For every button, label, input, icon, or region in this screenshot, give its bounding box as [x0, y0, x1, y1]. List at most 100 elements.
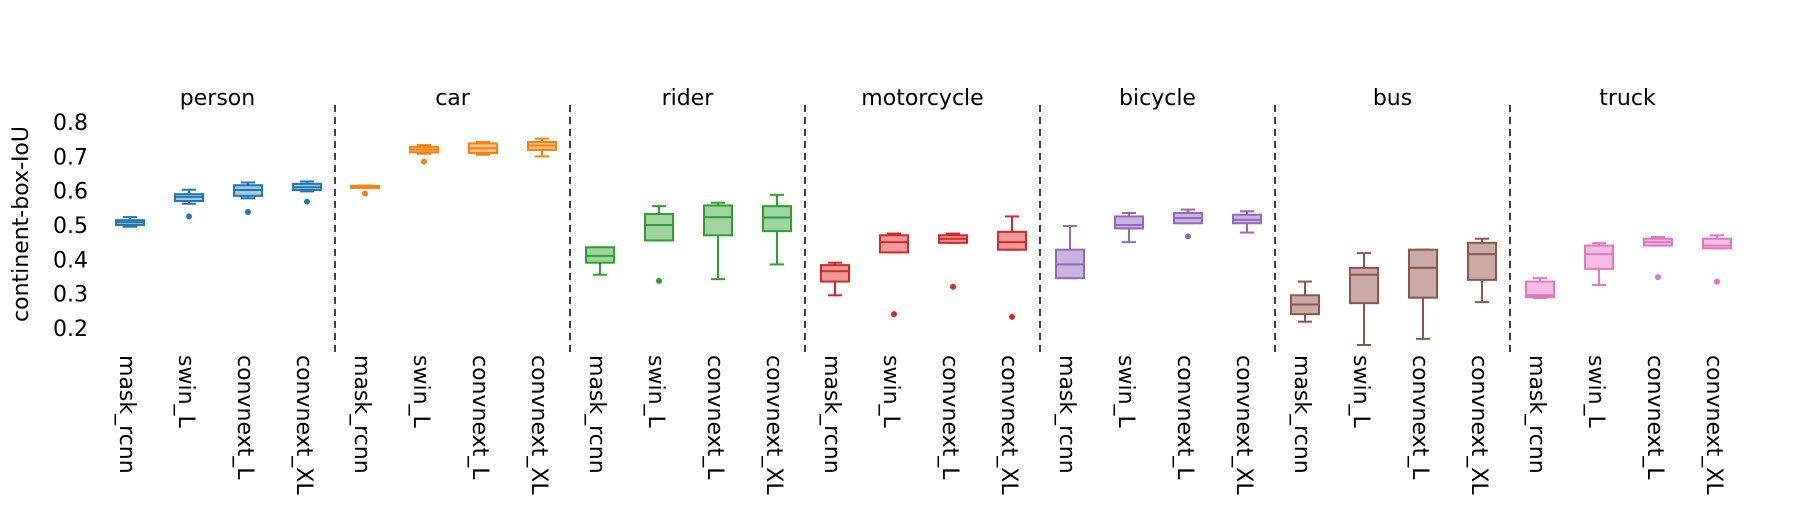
- flier-point: [1185, 233, 1191, 240]
- flier-point: [1009, 313, 1015, 320]
- box-iqr: [703, 204, 733, 237]
- x-tick-label: convnext_L: [937, 355, 962, 480]
- box-swin_L: [174, 188, 204, 220]
- x-tick-label: convnext_XL: [1231, 355, 1256, 495]
- box-convnext_XL: [1467, 237, 1497, 304]
- box-iqr: [1467, 241, 1497, 281]
- flier-point: [1655, 274, 1661, 281]
- box-convnext_L: [703, 201, 733, 281]
- x-tick-label: convnext_XL: [996, 355, 1021, 495]
- flier-point: [362, 190, 368, 197]
- x-tick-label: convnext_L: [1172, 355, 1197, 480]
- x-tick-label: mask_rcnn: [584, 355, 609, 474]
- x-tick-label: swin_L: [1348, 355, 1373, 429]
- box-swin_L: [1114, 212, 1144, 244]
- y-tick-label: 0.5: [53, 214, 88, 239]
- x-tick-label: swin_L: [408, 355, 433, 429]
- x-tick-label: convnext_XL: [526, 355, 551, 495]
- panel-rider: rider mask_rcnn swin_L convnext_L convnext_X…: [584, 86, 792, 495]
- x-tick-label: convnext_L: [467, 355, 492, 480]
- panel-title: bus: [1373, 86, 1412, 111]
- box-iqr: [997, 230, 1027, 251]
- panel-title: rider: [662, 86, 715, 111]
- box-convnext_XL: [292, 180, 322, 205]
- x-tick-label: swin_L: [173, 355, 198, 429]
- x-tick-label: convnext_L: [702, 355, 727, 480]
- box-convnext_L: [233, 181, 263, 215]
- box-mask_rcnn: [820, 261, 850, 297]
- box-convnext_L: [1408, 248, 1438, 340]
- box-convnext_XL: [762, 193, 792, 266]
- x-tick-label: mask_rcnn: [349, 355, 374, 474]
- flier-point: [950, 283, 956, 290]
- box-convnext_L: [1173, 208, 1203, 240]
- box-mask_rcnn: [1525, 277, 1555, 300]
- flier-point: [304, 198, 310, 205]
- panel-truck: truck mask_rcnn swin_L convnext_L convnext_X…: [1524, 86, 1732, 495]
- box-mask_rcnn: [585, 246, 615, 276]
- x-tick-label: swin_L: [1583, 355, 1608, 429]
- y-axis: 0.20.30.40.50.60.70.8: [53, 111, 88, 342]
- box-swin_L: [409, 144, 439, 165]
- panel-title: bicycle: [1119, 86, 1196, 111]
- box-convnext_XL: [527, 137, 557, 158]
- x-tick-label: convnext_XL: [291, 355, 316, 495]
- panel-bus: bus mask_rcnn swin_L convnext_L convnext_XL: [1289, 86, 1497, 495]
- x-tick-label: mask_rcnn: [1054, 355, 1079, 474]
- panels: person mask_rcnn swin_L convnext_L convnext_…: [114, 86, 1732, 495]
- x-tick-label: mask_rcnn: [1289, 355, 1314, 474]
- panel-title: person: [180, 86, 255, 111]
- box-swin_L: [644, 205, 674, 284]
- y-tick-label: 0.4: [53, 248, 88, 273]
- box-convnext_L: [1643, 236, 1673, 281]
- box-convnext_L: [468, 141, 498, 156]
- box-convnext_L: [938, 232, 968, 290]
- y-tick-label: 0.6: [53, 180, 88, 205]
- panel-bicycle: bicycle mask_rcnn swin_L convnext_L convnext…: [1054, 86, 1262, 495]
- y-tick-label: 0.7: [53, 145, 88, 170]
- box-iqr: [1525, 280, 1555, 299]
- flier-point: [186, 213, 192, 220]
- box-iqr: [1408, 248, 1438, 299]
- box-mask_rcnn: [350, 184, 380, 197]
- x-tick-label: mask_rcnn: [1524, 355, 1549, 474]
- x-tick-label: swin_L: [643, 355, 668, 429]
- x-tick-label: convnext_L: [1642, 355, 1667, 480]
- flier-point: [1714, 278, 1720, 285]
- x-tick-label: convnext_L: [1407, 355, 1432, 480]
- y-axis-label: continent-box-IoU: [9, 126, 34, 322]
- box-mask_rcnn: [1290, 280, 1320, 323]
- box-iqr: [820, 264, 850, 283]
- box-mask_rcnn: [1055, 225, 1085, 280]
- box-convnext_XL: [1702, 234, 1732, 285]
- x-tick-label: convnext_XL: [761, 355, 786, 495]
- box-iqr: [1114, 215, 1144, 230]
- panel-separators: [334, 105, 1511, 352]
- box-swin_L: [1349, 252, 1379, 346]
- flier-point: [245, 208, 251, 215]
- y-tick-label: 0.2: [53, 317, 88, 342]
- box-convnext_XL: [1232, 210, 1262, 234]
- box-iqr: [762, 205, 792, 233]
- y-tick-label: 0.3: [53, 283, 88, 308]
- box-iqr: [879, 234, 909, 254]
- box-iqr: [644, 213, 674, 242]
- box-iqr: [1702, 237, 1732, 250]
- flier-point: [656, 277, 662, 284]
- box-swin_L: [1584, 242, 1614, 286]
- x-tick-label: mask_rcnn: [819, 355, 844, 474]
- panel-title: motorcycle: [861, 86, 983, 111]
- box-mask_rcnn: [115, 216, 145, 228]
- panel-title: truck: [1599, 86, 1656, 111]
- box-iqr: [1584, 244, 1614, 270]
- box-convnext_XL: [997, 215, 1027, 320]
- x-tick-label: convnext_XL: [1701, 355, 1726, 495]
- x-tick-label: convnext_XL: [1466, 355, 1491, 495]
- x-tick-label: swin_L: [1113, 355, 1138, 429]
- x-tick-label: convnext_L: [232, 355, 257, 480]
